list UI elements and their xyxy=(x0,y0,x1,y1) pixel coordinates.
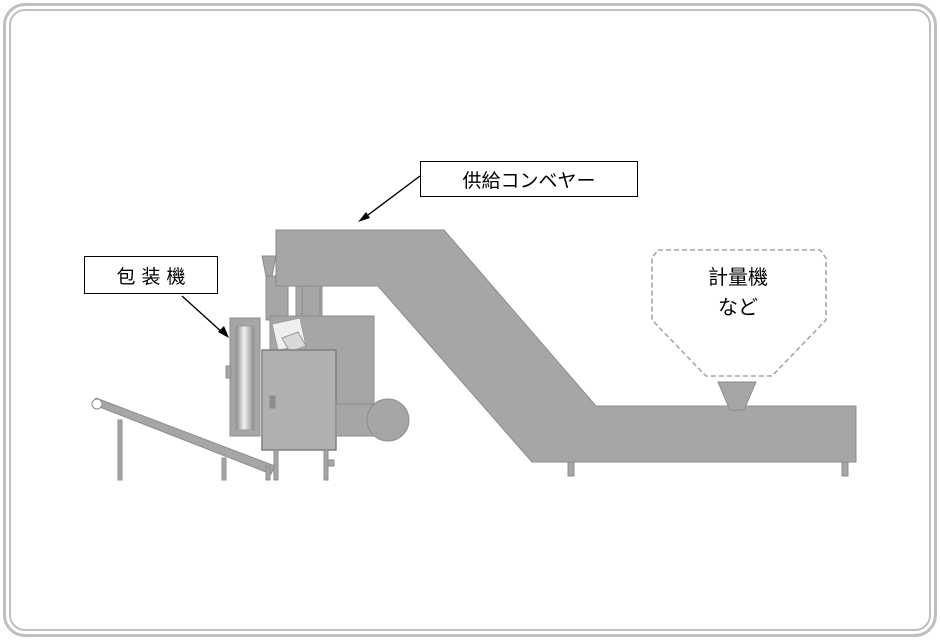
weigher-label-line2: など xyxy=(718,295,758,319)
inner-frame xyxy=(9,9,931,631)
weigher-outline xyxy=(651,249,827,377)
supply-conveyor xyxy=(275,229,857,477)
supply-conveyor-label: 供給コンベヤー xyxy=(420,161,638,197)
outer-frame xyxy=(3,3,937,637)
packaging-machine xyxy=(225,255,410,481)
weigher-label: 計量機 など xyxy=(676,262,800,322)
weigher-label-line1: 計量機 xyxy=(708,265,768,289)
callout-arrows xyxy=(181,175,421,338)
packaging-machine-label: 包 装 機 xyxy=(84,256,218,294)
